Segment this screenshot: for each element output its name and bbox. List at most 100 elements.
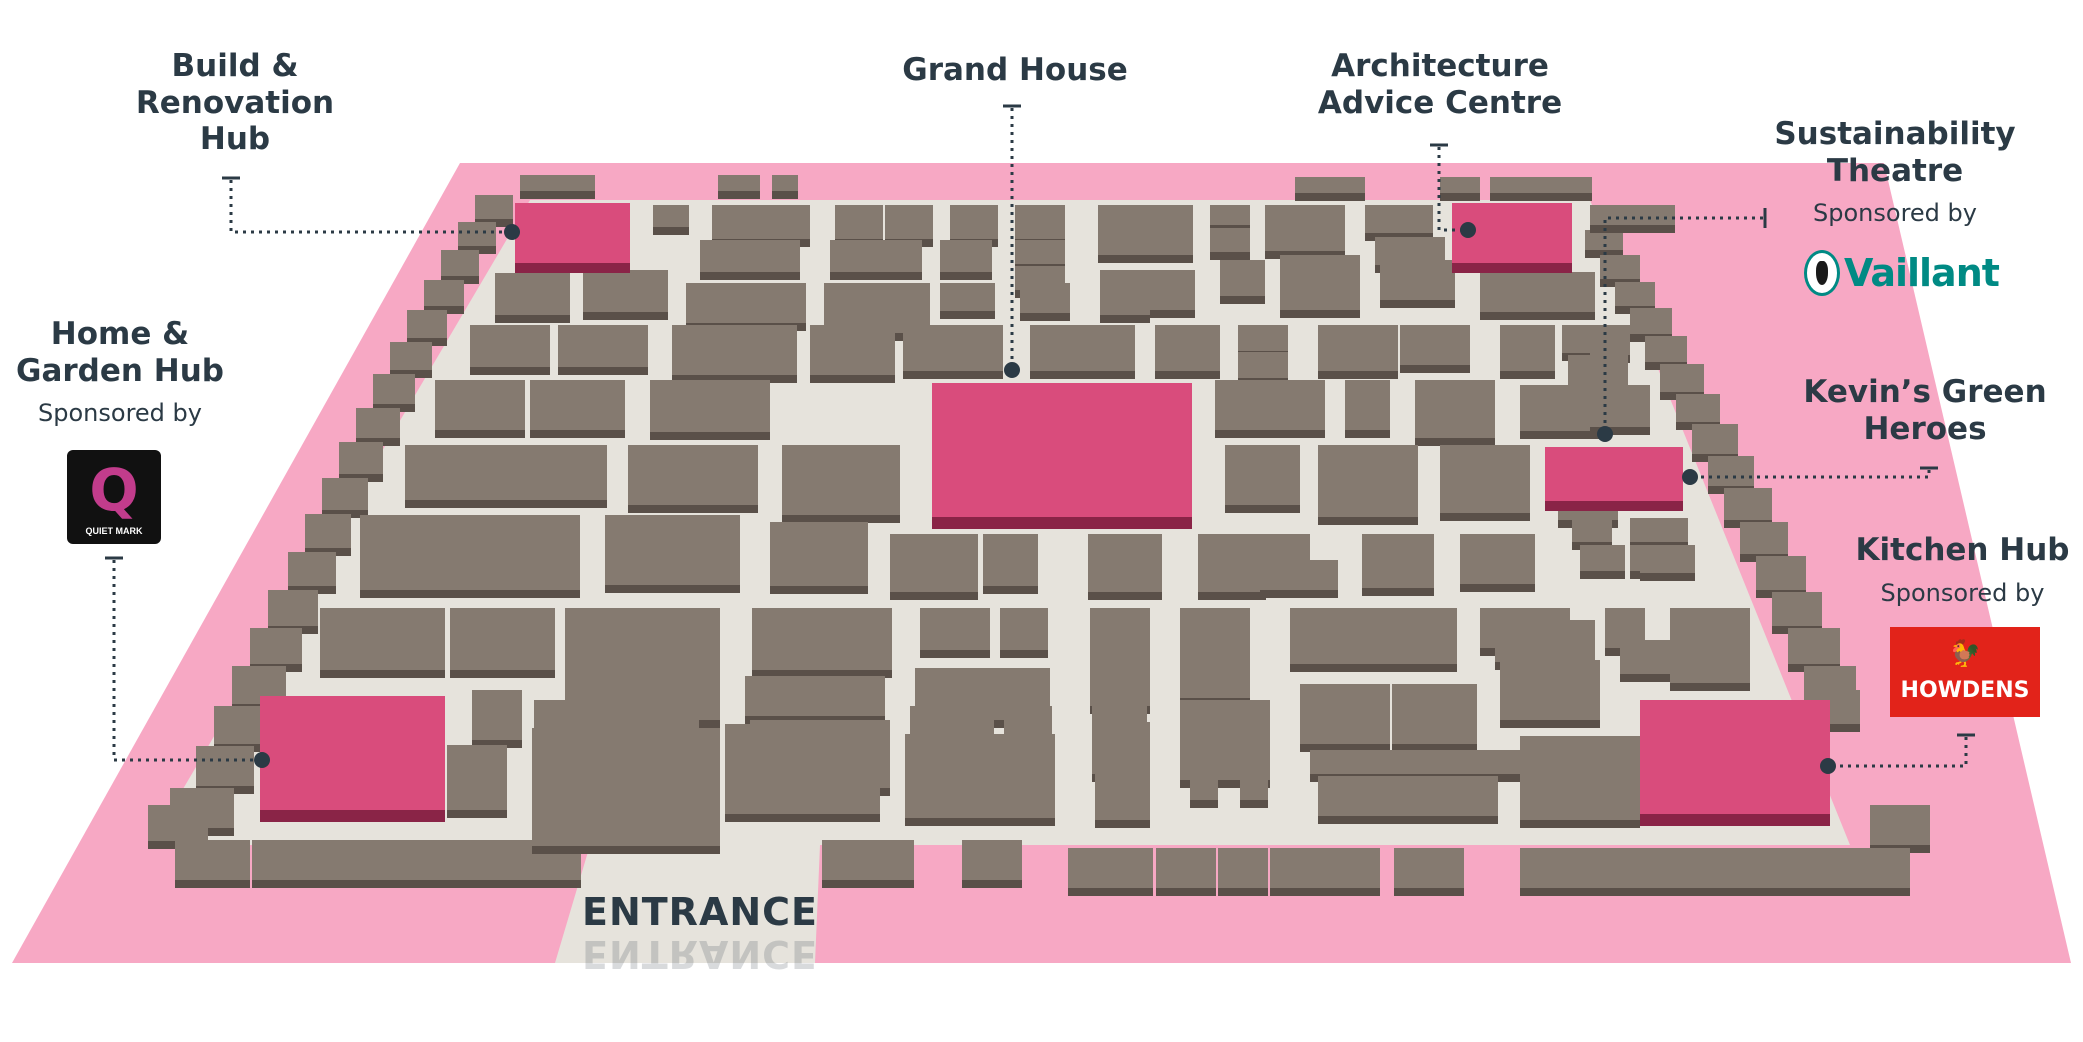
stand-93 — [495, 273, 570, 323]
stand-151-top — [1480, 534, 1535, 584]
stand-16-top — [356, 408, 400, 438]
stand-70-top — [1015, 205, 1065, 239]
stand-195-top — [725, 724, 880, 814]
stand-159 — [385, 608, 445, 678]
stand-152 — [1572, 518, 1612, 550]
stand-61 — [1725, 848, 1775, 896]
stand-41-top — [1788, 628, 1840, 664]
stand-93-top — [495, 273, 570, 315]
stand-133 — [1225, 475, 1300, 513]
stand-18 — [322, 478, 368, 518]
stand-50-top — [822, 840, 914, 880]
stand-195 — [725, 724, 880, 822]
stand-174-top — [472, 690, 522, 740]
stand-1-top — [520, 175, 550, 191]
stand-101 — [470, 325, 550, 375]
stand-117-top — [1590, 325, 1630, 355]
stand-208 — [1240, 782, 1268, 808]
stand-6-top — [1440, 177, 1480, 193]
stand-121-top — [650, 380, 770, 432]
stand-29-top — [1600, 255, 1640, 279]
stand-98 — [940, 283, 995, 319]
label-kevins-green-heroes: Kevin’s Green Heroes — [1785, 374, 2065, 447]
label-grand-house: Grand House — [880, 52, 1150, 89]
vaillant-logo: Vaillant — [1804, 250, 2000, 296]
feature-name: Kevin’s Green Heroes — [1803, 374, 2047, 447]
stand-164-top — [1000, 608, 1048, 650]
stand-56 — [1320, 848, 1380, 896]
stand-106-top — [903, 325, 1003, 371]
stand-115 — [1500, 325, 1555, 379]
stand-71-top — [1098, 205, 1193, 255]
stand-62 — [1775, 848, 1820, 896]
stand-123 — [1345, 380, 1390, 438]
stand-89-top — [1280, 255, 1360, 310]
stand-187 — [1392, 684, 1477, 752]
stand-108 — [1155, 325, 1220, 379]
stand-153-top — [1580, 545, 1625, 571]
stand-94 — [583, 270, 668, 320]
leader-dot — [1004, 362, 1020, 378]
feature-area-home-garden-hub — [260, 696, 445, 822]
stand-204-top — [1240, 710, 1268, 728]
stand-163 — [920, 608, 990, 658]
stand-160 — [450, 608, 555, 678]
leader-dot — [1682, 469, 1698, 485]
stand-116-top — [1562, 325, 1590, 353]
stand-147-top — [1260, 534, 1310, 560]
stand-54 — [1218, 848, 1268, 896]
leader-line — [1690, 470, 1931, 479]
stand-82 — [830, 240, 876, 280]
stand-48 — [394, 840, 446, 888]
stand-53-top — [1156, 848, 1216, 888]
stand-135-top — [1440, 445, 1485, 513]
stand-71 — [1098, 205, 1193, 263]
stand-135 — [1440, 445, 1485, 521]
stand-91-top — [1480, 272, 1552, 312]
stand-11-top — [441, 250, 479, 276]
stand-44-top — [1870, 805, 1930, 845]
stand-2-top — [550, 175, 595, 191]
stand-13 — [407, 310, 447, 346]
stand-149 — [1362, 534, 1434, 596]
stand-17-top — [339, 442, 383, 474]
stand-131 — [782, 445, 900, 523]
feature-area-kitchen-hub-top — [1640, 700, 1830, 814]
stand-200-top — [1190, 728, 1218, 746]
stand-187-top — [1392, 684, 1477, 744]
stand-83-top — [876, 240, 922, 272]
stand-138-top — [360, 515, 470, 590]
stand-36 — [1708, 456, 1754, 494]
stand-45-top — [175, 840, 250, 880]
stand-202-top — [1190, 764, 1218, 782]
stand-47 — [322, 840, 394, 888]
stand-63 — [1820, 848, 1910, 896]
stand-79-top — [1590, 205, 1675, 225]
stand-140 — [605, 515, 740, 593]
stand-168-top — [1290, 608, 1375, 664]
sponsored-by-text: Sponsored by — [1813, 199, 1977, 228]
stand-138 — [360, 515, 470, 598]
stand-48-top — [394, 840, 446, 880]
stand-169-top — [1372, 608, 1457, 664]
stand-208-top — [1240, 782, 1268, 800]
stand-130 — [628, 445, 758, 513]
stand-95 — [686, 283, 806, 331]
stand-140-top — [605, 515, 740, 585]
stand-145-top — [1088, 534, 1162, 592]
label-home-garden-hub: Home & Garden Hub Sponsored by — [10, 316, 230, 427]
stand-20 — [288, 552, 336, 594]
stand-103-top — [672, 325, 752, 375]
stand-189-top — [1415, 750, 1525, 774]
stand-119 — [435, 380, 525, 438]
stand-193 — [1520, 736, 1640, 828]
stand-130-top — [628, 445, 758, 505]
stand-143-top — [983, 534, 1038, 560]
stand-106 — [903, 325, 1003, 379]
stand-32-top — [1645, 336, 1687, 362]
feature-areas-layer — [260, 203, 1830, 826]
stand-196 — [905, 734, 1055, 826]
stand-29 — [1600, 255, 1640, 287]
stand-136 — [1485, 445, 1530, 521]
stand-73 — [1210, 228, 1250, 260]
